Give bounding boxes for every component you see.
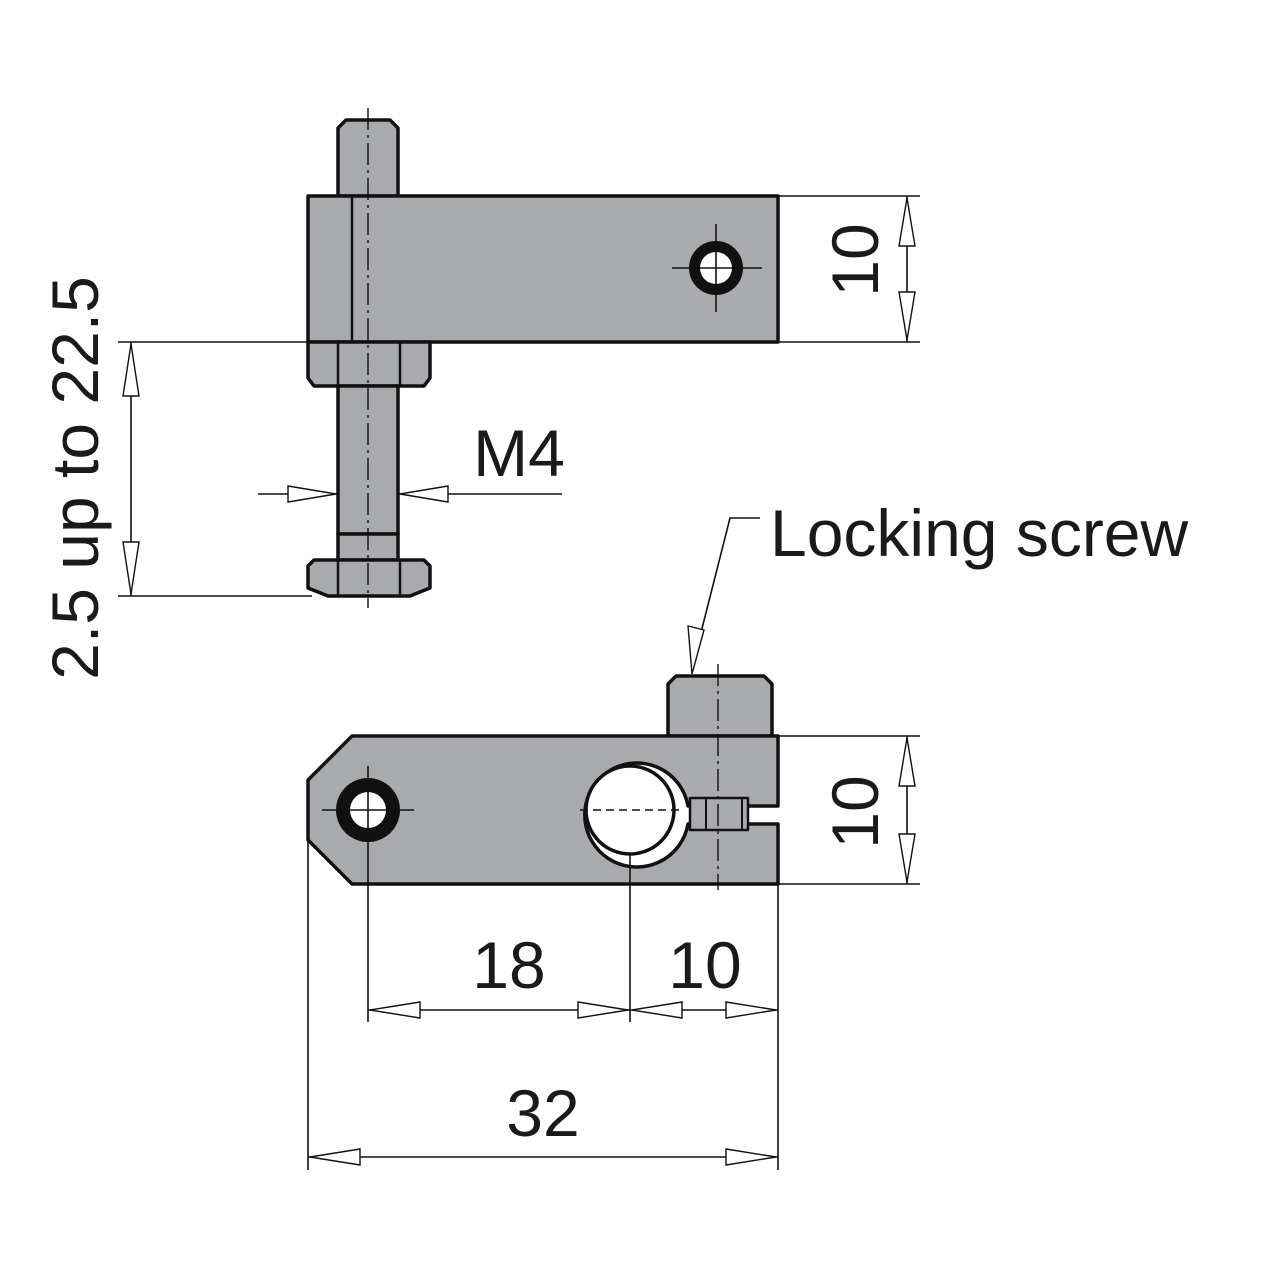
overall-length-label: 32 [506,1076,579,1150]
top-width-label: 10 [818,223,892,296]
extension-lines [307,840,779,1170]
dimension-hole-spacing: 18 [368,928,630,1019]
dimension-height-range: 2.5 up to 22.5 [38,276,312,680]
locking-screw-label: Locking screw [770,496,1189,570]
hole-spacing-label: 18 [472,928,545,1002]
locking-screw-head [666,674,774,738]
locking-screw-shaft [688,796,750,832]
screw-head [306,558,432,598]
clamp-plate [306,734,780,886]
end-offset-label: 10 [668,928,741,1002]
hex-nut [306,340,432,388]
dimension-thread: M4 [258,416,565,503]
locking-screw-callout: Locking screw [687,496,1189,675]
bottom-view-clamp [306,664,780,890]
dimension-bottom-width: 10 [778,735,920,885]
bottom-width-label: 10 [818,775,892,848]
top-view-assembly [306,108,780,608]
height-range-label: 2.5 up to 22.5 [38,276,112,680]
thread-label: M4 [473,416,565,490]
dimension-top-width: 10 [778,195,920,343]
dimension-end-offset: 10 [630,928,778,1019]
dimension-overall-length: 32 [308,1076,778,1166]
